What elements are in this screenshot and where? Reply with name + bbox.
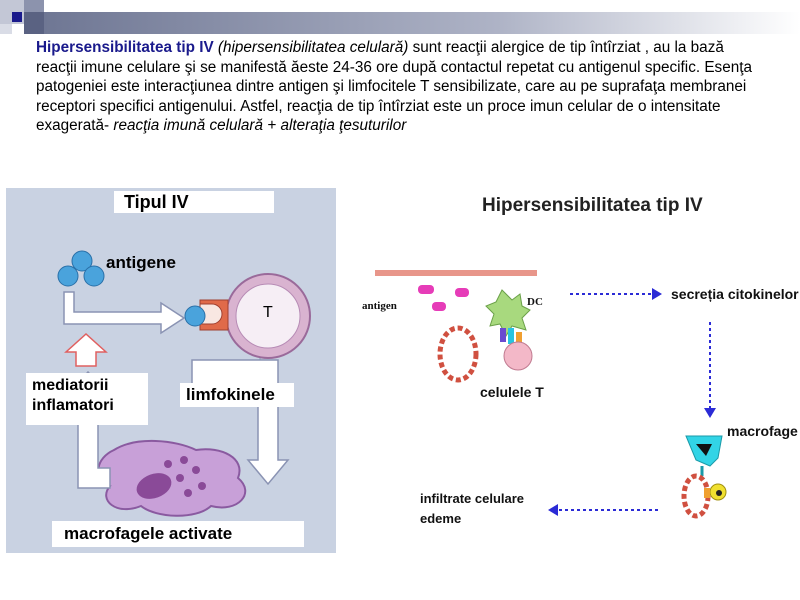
infiltrates-label-line1: infiltrate celulare bbox=[420, 491, 525, 506]
granule-2 bbox=[192, 466, 200, 474]
antigen-circle-3 bbox=[83, 265, 105, 287]
macrophage-cell bbox=[97, 440, 246, 517]
paragraph-conclusion: reacţia imună celulară + alteraţia ţesut… bbox=[113, 117, 407, 135]
right-diagram-graphic bbox=[375, 270, 727, 519]
t-cells-label: celulele T bbox=[480, 384, 544, 400]
granule-5 bbox=[184, 489, 192, 497]
granule-3 bbox=[176, 474, 184, 482]
right-antigen-label: antigen bbox=[362, 300, 397, 312]
type-iv-diagram-panel: Tipul IV antigene T mediatorii inflamato… bbox=[6, 188, 336, 553]
arrow-dc-to-cytokines-head bbox=[652, 288, 662, 300]
macrophage-right-nucleus bbox=[696, 444, 712, 456]
t-cells-label-text: celulele T bbox=[480, 384, 544, 400]
right-diagram-title-text: Hipersensibilitatea tip IV bbox=[482, 195, 703, 216]
antigen-blob-2 bbox=[455, 288, 469, 297]
left-diagram-title-text: Tipul IV bbox=[124, 192, 189, 212]
mediators-label: mediatorii inflamatori bbox=[26, 373, 148, 425]
antigen-blob-3 bbox=[432, 302, 446, 311]
arrow-to-infiltrates-head bbox=[548, 504, 558, 516]
macrophage-nucleus bbox=[136, 473, 172, 499]
t-cell-label-text: T bbox=[263, 304, 273, 321]
infiltrates-label: infiltrate celulare edeme bbox=[420, 489, 524, 529]
antigen-circle-2 bbox=[71, 250, 93, 272]
receptor-orange bbox=[516, 332, 522, 344]
infiltrate-cell-orange bbox=[704, 488, 710, 498]
t-cell-label: T bbox=[263, 304, 273, 322]
infiltrate-cell-dark bbox=[716, 490, 722, 496]
arrow-mediators-to-antigen bbox=[64, 332, 108, 367]
paragraph-body: sunt reacţii alergice de tip întîrziat ,… bbox=[36, 39, 752, 135]
right-diagram-title: Hipersensibilitatea tip IV bbox=[482, 195, 703, 217]
paragraph-title: Hipersensibilitatea tip IV bbox=[36, 39, 214, 56]
dendritic-cell bbox=[485, 289, 531, 338]
arrow-cytokines-to-macrophages-head bbox=[704, 408, 716, 418]
antigen-label-text: antigene bbox=[106, 253, 176, 272]
granule-6 bbox=[164, 460, 172, 468]
bound-antigen bbox=[184, 305, 206, 327]
mediators-label-line2: inflamatori bbox=[32, 397, 114, 414]
dc-label-text: DC bbox=[527, 296, 543, 308]
dc-label: DC bbox=[527, 296, 543, 308]
t-cell-inner bbox=[235, 283, 301, 349]
receptor-purple bbox=[500, 328, 506, 342]
receptor-notch bbox=[199, 303, 223, 325]
lymphokines-label: limfokinele bbox=[180, 383, 294, 407]
cytokines-label-text: secreția citokinelor bbox=[671, 286, 799, 302]
t-cell-right bbox=[503, 341, 533, 371]
antigen-circle-1 bbox=[57, 265, 79, 287]
macrophages-label-text: macrofage bbox=[727, 423, 798, 439]
lymphokines-label-text: limfokinele bbox=[186, 385, 275, 404]
mediators-label-line1: mediatorii bbox=[32, 377, 109, 394]
top-decoration-graphic bbox=[0, 0, 800, 34]
antigen-label: antigene bbox=[106, 253, 176, 273]
granule-4 bbox=[198, 482, 206, 490]
granule-1 bbox=[180, 456, 188, 464]
cytokines-label: secreția citokinelor bbox=[671, 286, 799, 302]
macrophage-label: macrofagele activate bbox=[52, 521, 304, 547]
receptor-cyan bbox=[508, 328, 514, 344]
arrow-antigen-to-tcell bbox=[63, 291, 186, 335]
antigen-blob-1 bbox=[418, 285, 434, 294]
type-iv-diagram-graphic bbox=[57, 250, 311, 517]
blood-vessel-left bbox=[437, 325, 479, 383]
infiltrates-label-line2: edeme bbox=[420, 511, 462, 526]
top-decoration bbox=[0, 0, 800, 40]
paragraph-title-italic: (hipersensibilitatea celulară) bbox=[213, 39, 409, 56]
macrophages-label: macrofage bbox=[727, 423, 798, 439]
description-paragraph: Hipersensibilitatea tip IV (hipersensibi… bbox=[36, 38, 766, 136]
membrane-bar bbox=[375, 270, 537, 276]
right-antigen-label-text: antigen bbox=[362, 300, 397, 312]
left-diagram-title: Tipul IV bbox=[114, 191, 274, 213]
macrophage-label-text: macrofagele activate bbox=[64, 524, 233, 543]
